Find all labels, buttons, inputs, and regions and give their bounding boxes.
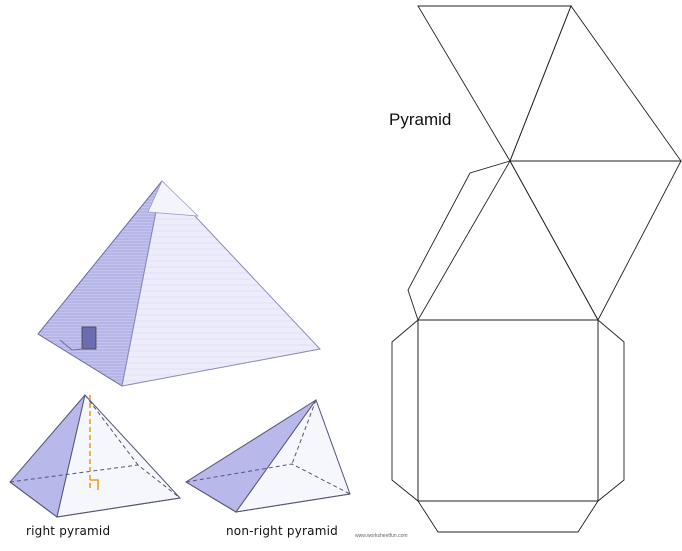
net-right-tab — [597, 319, 625, 502]
right-pyramid-front-base — [9, 481, 181, 518]
right-angle-marker — [90, 479, 99, 490]
net-bottom-tab — [417, 500, 599, 533]
great-pyramid-illustration — [37, 179, 321, 387]
pyramid-entrance — [81, 326, 97, 350]
net-middle-triangle — [417, 160, 599, 321]
net-square-base — [417, 319, 599, 502]
nonright-pyramid-figure — [185, 398, 351, 513]
net-top-triangle-left — [417, 5, 572, 163]
net-right-triangle — [509, 160, 682, 321]
pyramid-capstone — [147, 180, 200, 217]
net-title: Pyramid — [389, 110, 452, 129]
nonright-pyramid-hidden-edges — [185, 463, 351, 495]
pyramid-right-face — [121, 179, 321, 387]
pyramid-net — [391, 5, 682, 533]
nonright-pyramid-front-base — [185, 481, 351, 513]
net-left-tab — [391, 319, 419, 502]
net-top-triangle-right — [509, 5, 682, 162]
right-pyramid-hidden-apex-edge — [84, 394, 139, 466]
right-pyramid-label: right pyramid — [26, 524, 111, 538]
net-left-glue-flap — [407, 160, 511, 321]
right-pyramid-figure — [9, 393, 182, 518]
credit-url: www.worksheetfun.com — [355, 533, 408, 539]
nonright-pyramid-label: non-right pyramid — [226, 524, 338, 538]
pyramid-base-notch — [59, 339, 83, 351]
nonright-pyramid-hidden-apex-edge — [291, 399, 317, 465]
